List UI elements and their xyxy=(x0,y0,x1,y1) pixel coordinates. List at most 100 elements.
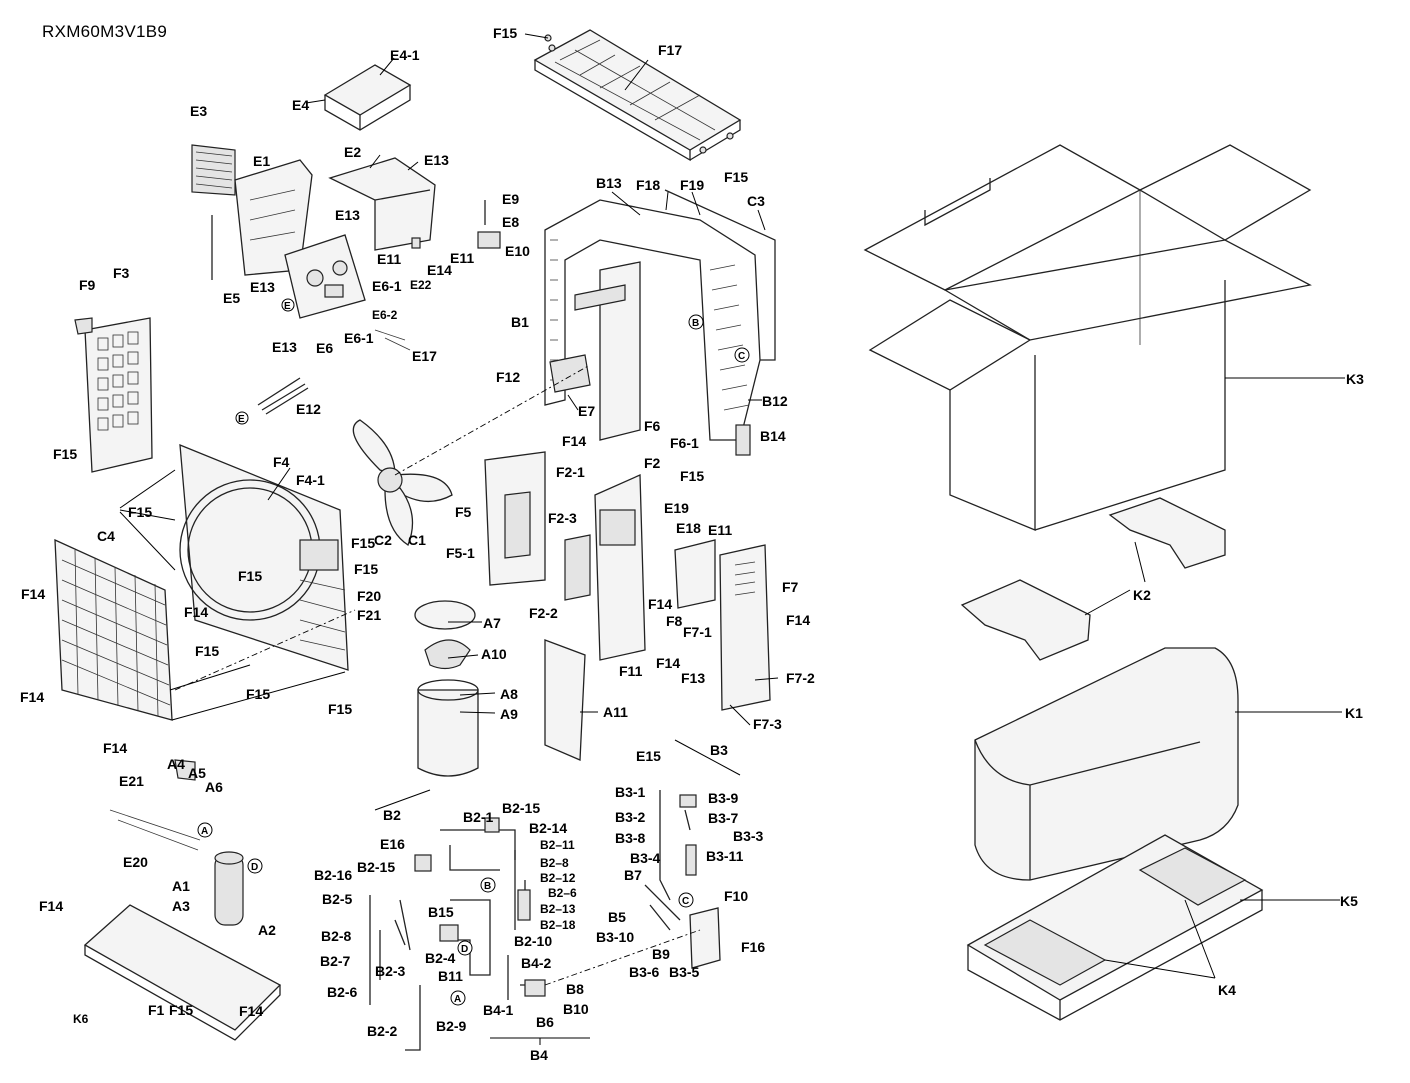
label-f14i: F14 xyxy=(39,898,63,914)
base-compressor-part xyxy=(83,759,282,1041)
label-b3-8: B3-8 xyxy=(615,830,646,846)
label-e20: E20 xyxy=(123,854,148,870)
label-f19: F19 xyxy=(680,177,704,193)
label-b3-5: B3-5 xyxy=(669,964,700,980)
label-f6-1: F6-1 xyxy=(670,435,699,451)
label-b3-11: B3-11 xyxy=(706,848,744,864)
label-k2: K2 xyxy=(1133,587,1151,603)
label-e4: E4 xyxy=(292,97,309,113)
label-f17: F17 xyxy=(658,42,682,58)
label-c1: C1 xyxy=(408,532,426,548)
label-e5: E5 xyxy=(223,290,240,306)
label-b4-1: B4-1 xyxy=(483,1002,514,1018)
label-f9: F9 xyxy=(79,277,96,293)
part-labels: F15 F17 E4-1 E4 E3 E1 E2 E13 F15 E9 E8 E… xyxy=(20,25,1364,1063)
label-b9: B9 xyxy=(652,946,670,962)
label-f21: F21 xyxy=(357,607,381,623)
label-f15l: F15 xyxy=(169,1002,193,1018)
label-a9: A9 xyxy=(500,706,518,722)
label-b2-11: B2–11 xyxy=(540,838,575,852)
label-a4: A4 xyxy=(167,756,185,772)
label-b3: B3 xyxy=(710,742,728,758)
label-b2-13: B2–13 xyxy=(540,902,576,916)
label-b1: B1 xyxy=(511,314,529,330)
front-panel-f4-part xyxy=(179,443,349,671)
label-f16: F16 xyxy=(741,939,765,955)
label-b2-14: B2-14 xyxy=(529,820,567,836)
label-e11c: E11 xyxy=(708,522,732,538)
label-b7: B7 xyxy=(624,867,642,883)
marker-c: C xyxy=(738,351,745,362)
label-e13d: E13 xyxy=(272,339,297,355)
label-e11b: E11 xyxy=(450,250,474,266)
label-f15c: F15 xyxy=(53,446,77,462)
label-b3-9: B3-9 xyxy=(708,790,739,806)
label-b4: B4 xyxy=(530,1047,548,1063)
label-b3-2: B3-2 xyxy=(615,809,646,825)
label-e14: E14 xyxy=(427,262,452,278)
compressor-jacket-part xyxy=(414,600,479,777)
label-b2: B2 xyxy=(383,807,401,823)
packaging-k5-k4-part xyxy=(966,834,1340,1021)
label-f2-3: F2-3 xyxy=(548,510,577,526)
label-a1: A1 xyxy=(172,878,190,894)
label-e19: E19 xyxy=(664,500,689,516)
side-panel-f3-part xyxy=(74,317,153,473)
label-f7-2: F7-2 xyxy=(786,670,815,686)
label-b2-9: B2-9 xyxy=(436,1018,467,1034)
label-e9: E9 xyxy=(502,191,519,207)
label-b2-15: B2-15 xyxy=(502,800,540,816)
marker-b2: B xyxy=(484,881,491,892)
label-b11: B11 xyxy=(438,968,463,984)
label-e4-1: E4-1 xyxy=(390,47,420,63)
label-f7-1: F7-1 xyxy=(683,624,712,640)
label-a5: A5 xyxy=(188,765,206,781)
label-f4: F4 xyxy=(273,454,290,470)
label-e6-1: E6-1 xyxy=(372,278,402,294)
label-f15k: F15 xyxy=(328,701,352,717)
label-k3: K3 xyxy=(1346,371,1364,387)
label-e17: E17 xyxy=(412,348,437,364)
label-b2-7: B2-7 xyxy=(320,953,351,969)
label-b2-15b: B2-15 xyxy=(357,859,395,875)
label-f15f: F15 xyxy=(351,535,375,551)
label-f14e: F14 xyxy=(786,612,810,628)
label-b4-2: B4-2 xyxy=(521,955,552,971)
label-f5: F5 xyxy=(455,504,472,520)
label-f11: F11 xyxy=(619,663,643,679)
label-f20: F20 xyxy=(357,588,381,604)
label-f15j: F15 xyxy=(246,686,270,702)
label-e13: E13 xyxy=(424,152,449,168)
label-b2-12: B2–12 xyxy=(540,871,576,885)
grille-c4-part xyxy=(54,538,173,721)
label-e8: E8 xyxy=(502,214,519,230)
packaging-k1-part xyxy=(974,647,1342,881)
label-f15g: F15 xyxy=(238,568,262,584)
label-f14j: F14 xyxy=(239,1003,263,1019)
label-b10: B10 xyxy=(563,1001,589,1017)
label-b5: B5 xyxy=(608,909,626,925)
label-f14f: F14 xyxy=(656,655,680,671)
label-f2-1: F2-1 xyxy=(556,464,585,480)
label-f15b: F15 xyxy=(724,169,748,185)
label-e3: E3 xyxy=(190,103,207,119)
label-f15d: F15 xyxy=(680,468,704,484)
marker-b: B xyxy=(692,318,699,329)
label-b3-7: B3-7 xyxy=(708,810,739,826)
label-f2-2: F2-2 xyxy=(529,605,558,621)
fan-c1-part xyxy=(352,419,453,546)
label-f14g: F14 xyxy=(20,689,44,705)
label-f15h: F15 xyxy=(354,561,378,577)
label-e7: E7 xyxy=(578,403,595,419)
label-f7: F7 xyxy=(782,579,799,595)
label-a3: A3 xyxy=(172,898,190,914)
reference-markers: B C E A D B C D A E xyxy=(201,298,745,1005)
label-b3-3: B3-3 xyxy=(733,828,764,844)
heat-exchanger-b1-part xyxy=(544,189,776,456)
label-b2-4: B2-4 xyxy=(425,950,456,966)
label-b2-3: B2-3 xyxy=(375,963,406,979)
top-panel-part xyxy=(533,29,742,162)
marker-d: D xyxy=(251,862,258,873)
label-a8: A8 xyxy=(500,686,518,702)
packaging-k2-part xyxy=(960,497,1226,661)
